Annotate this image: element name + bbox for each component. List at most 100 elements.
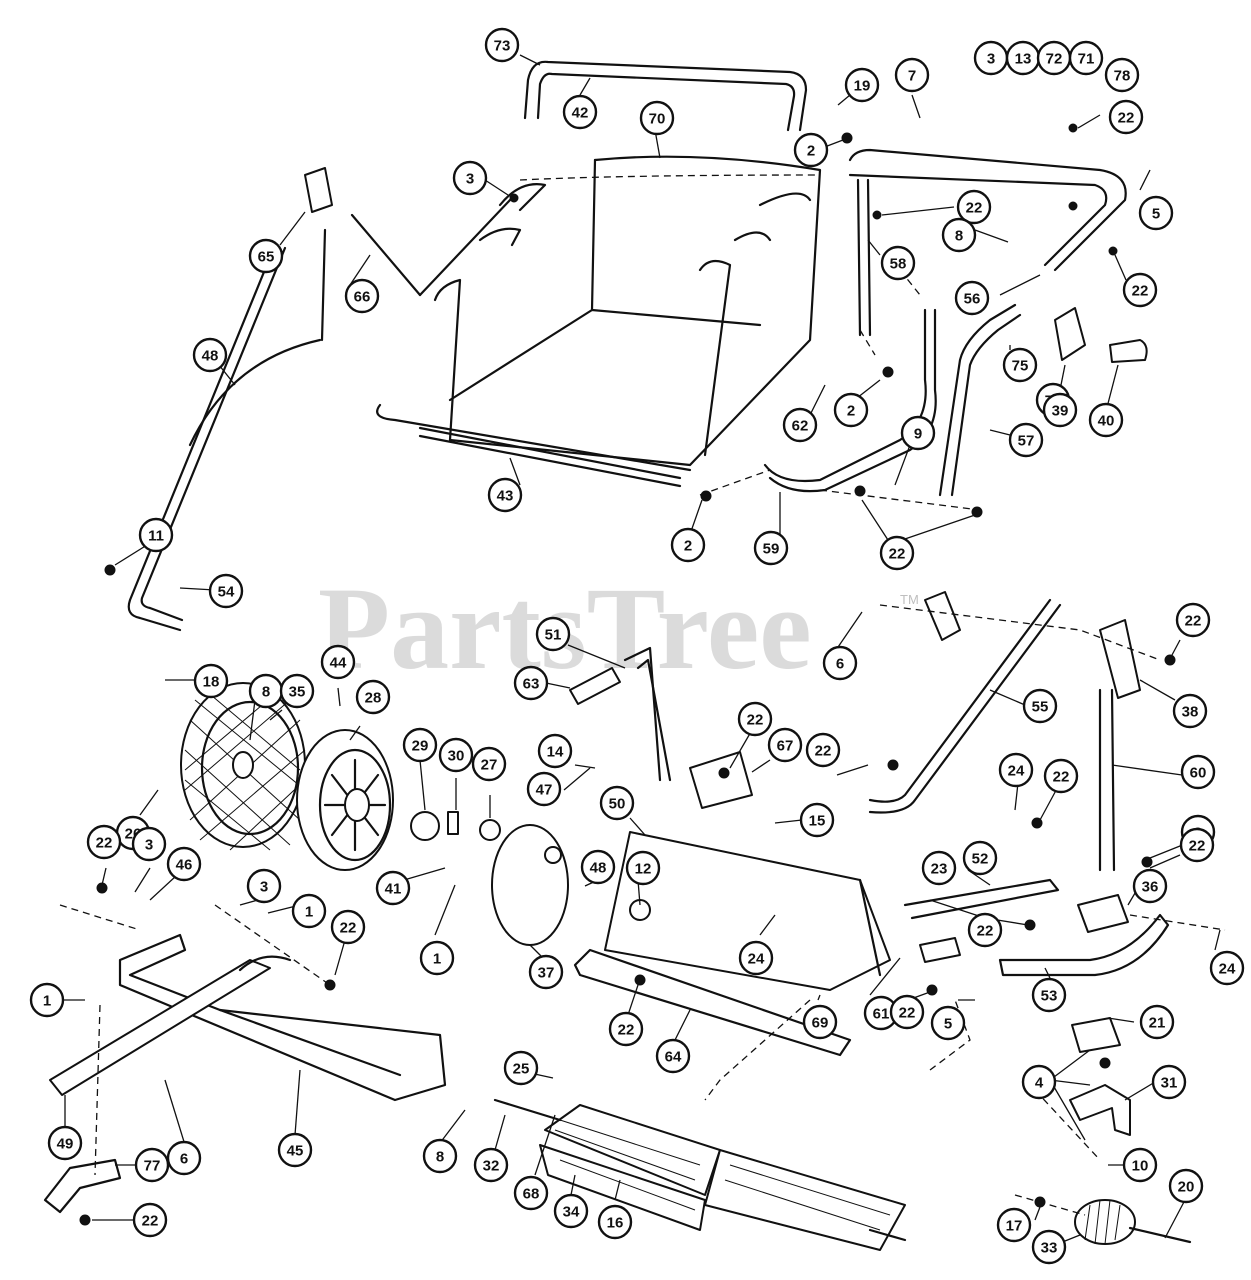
callout-label: 1 <box>305 904 313 921</box>
callout-22: 22 <box>1175 602 1211 638</box>
callout-bubble <box>131 826 167 862</box>
callout-label: 64 <box>665 1049 682 1066</box>
callout-bubble <box>562 94 598 130</box>
callout-label: 22 <box>1118 110 1135 127</box>
callout-bubble <box>753 530 789 566</box>
callout-label: 31 <box>1161 1075 1178 1092</box>
callout-55: 55 <box>1022 688 1058 724</box>
callout-label: 58 <box>890 256 907 273</box>
part-rod-bottom <box>376 403 692 488</box>
callout-bubble <box>503 1050 539 1086</box>
callout-label: 3 <box>145 837 153 854</box>
callout-label: 1 <box>433 951 441 968</box>
callout-bubble <box>941 217 977 253</box>
part-bar-49 <box>49 955 292 1096</box>
callout-label: 29 <box>412 738 429 755</box>
callout-label: 18 <box>203 674 220 691</box>
callout-bubble <box>921 850 957 886</box>
callout-25: 25 <box>503 1050 539 1086</box>
callout-34: 34 <box>553 1193 589 1229</box>
callout-label: 59 <box>763 541 780 558</box>
part-arm-53 <box>998 913 1170 977</box>
part-rod-58-b <box>866 178 872 337</box>
callout-62: 62 <box>782 407 818 443</box>
part-frame-right <box>848 148 1127 272</box>
callout-bubble <box>608 1011 644 1047</box>
part-bracket-upper <box>924 591 961 641</box>
callout-bubble <box>889 994 925 1030</box>
callout-label: 46 <box>176 857 193 874</box>
part-link-66c <box>418 198 512 297</box>
part-tire-35 <box>180 682 306 851</box>
callout-bubble <box>655 1038 691 1074</box>
callout-bubble <box>484 27 520 63</box>
callout-52: 52 <box>962 840 998 876</box>
callout-label: 22 <box>1053 769 1070 786</box>
callout-bubble <box>134 1147 170 1183</box>
callout-17: 17 <box>996 1207 1032 1243</box>
callout-label: 47 <box>536 782 553 799</box>
callout-bubble <box>473 1147 509 1183</box>
callout-bubble <box>1122 1147 1158 1183</box>
callout-label: 45 <box>287 1143 304 1160</box>
callout-label: 51 <box>545 627 562 644</box>
callout-22: 22 <box>879 535 915 571</box>
callout-label: 65 <box>258 249 275 266</box>
callout-bubble <box>793 132 829 168</box>
part-key-30 <box>447 811 459 835</box>
callout-70: 70 <box>639 100 675 136</box>
callout-bubble <box>537 733 573 769</box>
callout-bubble <box>279 673 315 709</box>
callout-56: 56 <box>954 280 990 316</box>
callout-label: 22 <box>815 743 832 760</box>
callout-4: 4 <box>1021 1064 1057 1100</box>
callout-bubble <box>1008 422 1044 458</box>
callout-5: 5 <box>930 1005 966 1041</box>
callout-13: 13 <box>1005 40 1041 76</box>
part-bushing-27 <box>479 819 501 841</box>
callout-bubble <box>767 727 803 763</box>
callout-label: 17 <box>1006 1218 1023 1235</box>
callout-bubble <box>1175 602 1211 638</box>
callout-label: 28 <box>365 690 382 707</box>
callout-bubble <box>1022 688 1058 724</box>
callout-bubble <box>528 954 564 990</box>
callout-label: 22 <box>1132 283 1149 300</box>
callout-bubble <box>291 893 327 929</box>
callout-24: 24 <box>998 752 1034 788</box>
part-arm-52 <box>903 878 1060 920</box>
callout-bubble <box>1042 392 1078 428</box>
callout-label: 70 <box>649 111 666 128</box>
callout-27: 27 <box>471 746 507 782</box>
callout-bubble <box>880 245 916 281</box>
callout-63: 63 <box>513 665 549 701</box>
callout-31: 31 <box>1151 1064 1187 1100</box>
part-housing-69 <box>604 831 891 991</box>
callout-bubble <box>402 727 438 763</box>
callout-43: 43 <box>487 477 523 513</box>
part-rod-58 <box>856 178 862 337</box>
callout-label: 60 <box>1190 765 1207 782</box>
callout-label: 14 <box>547 744 564 761</box>
callout-bubble <box>998 752 1034 788</box>
callout-39: 39 <box>1042 392 1078 428</box>
part-bracket-65 <box>304 167 333 213</box>
callout-bubble <box>513 1175 549 1211</box>
callout-21: 21 <box>1139 1004 1175 1040</box>
callout-label: 3 <box>987 51 995 68</box>
callout-bubble <box>962 840 998 876</box>
callout-label: 62 <box>792 418 809 435</box>
callout-bubble <box>375 870 411 906</box>
callout-33: 33 <box>1031 1229 1067 1265</box>
callout-label: 6 <box>836 656 844 673</box>
callout-label: 7 <box>908 68 916 85</box>
callout-14: 14 <box>537 733 573 769</box>
callout-label: 22 <box>899 1005 916 1022</box>
callout-label: 71 <box>1078 51 1095 68</box>
callout-32: 32 <box>473 1147 509 1183</box>
callout-bubble <box>822 645 858 681</box>
callout-label: 22 <box>966 200 983 217</box>
callout-35: 35 <box>279 673 315 709</box>
callout-bubble <box>132 1202 168 1238</box>
callout-68: 68 <box>513 1175 549 1211</box>
